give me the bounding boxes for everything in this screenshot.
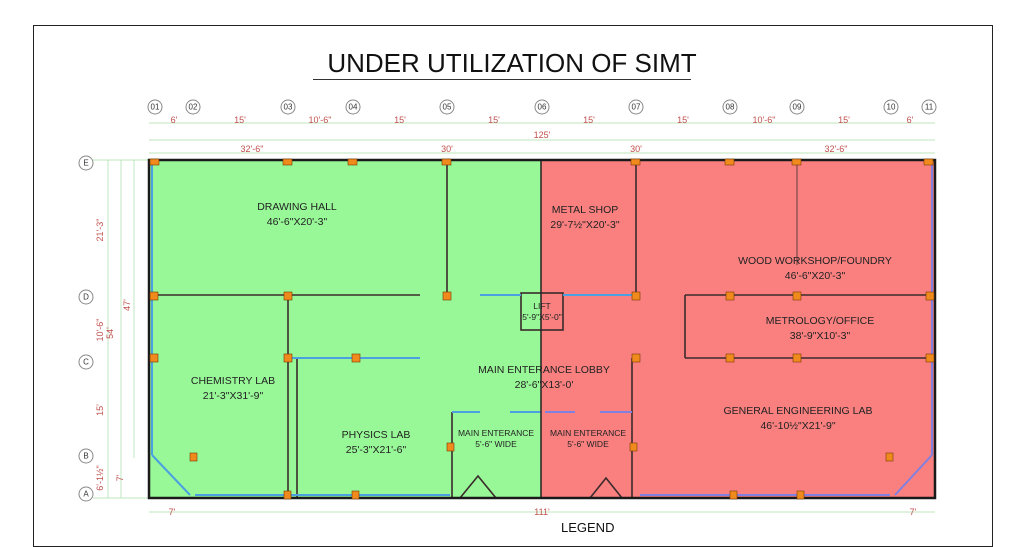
grid-col-bubble: 03 [280, 99, 296, 115]
dimension: 111' [534, 507, 550, 517]
grid-col-bubble: 02 [185, 99, 201, 115]
grid-col-bubble: 11 [921, 99, 937, 115]
dimension: 10'-6" [95, 318, 105, 342]
dimension: 15' [488, 115, 500, 125]
dimension: 15' [838, 115, 850, 125]
grid-col-bubble: 09 [789, 99, 805, 115]
dimension: 30' [630, 144, 642, 154]
dimension: 7' [909, 507, 917, 517]
grid-col-bubble: 05 [439, 99, 455, 115]
dimension: 7' [115, 474, 125, 482]
grid-row-bubble: C [78, 354, 94, 370]
floor-plan [93, 122, 937, 513]
dimension: 21'-3" [95, 218, 105, 242]
grid-col-bubble: 10 [883, 99, 899, 115]
grid-row-bubble: D [78, 289, 94, 305]
grid-row-bubble: E [78, 155, 94, 171]
dimension: 47' [122, 299, 132, 311]
dimension: 6' [170, 115, 178, 125]
dimension: 15' [677, 115, 689, 125]
grid-row-bubble: B [78, 448, 94, 464]
utilized-zone [149, 160, 541, 498]
grid-col-bubble: 08 [722, 99, 738, 115]
dimension: 7' [168, 507, 176, 517]
grid-row-bubble: A [78, 486, 94, 502]
dimension: 15' [394, 115, 406, 125]
dimension: 15' [234, 115, 246, 125]
dimension: 15' [583, 115, 595, 125]
dimension: 10'-6" [752, 115, 776, 125]
dimension: 6' [906, 115, 914, 125]
dimension: 32'-6" [240, 144, 264, 154]
dimension: 15' [95, 404, 105, 416]
grid-col-bubble: 01 [147, 99, 163, 115]
dimension: 54' [105, 327, 115, 339]
under-utilized-zone [541, 160, 935, 498]
grid-col-bubble: 04 [345, 99, 361, 115]
dimension: 6'-1½" [95, 465, 105, 491]
drawing-title: UNDER UTILIZATION OF SIMT [327, 48, 697, 78]
grid-col-bubble: 07 [628, 99, 644, 115]
title-underline [313, 79, 691, 80]
dimension: 30' [441, 144, 453, 154]
dimension: 10'-6" [308, 115, 332, 125]
overall-width: 125' [533, 130, 551, 140]
dimension: 32'-6" [824, 144, 848, 154]
grid-col-bubble: 06 [534, 99, 550, 115]
